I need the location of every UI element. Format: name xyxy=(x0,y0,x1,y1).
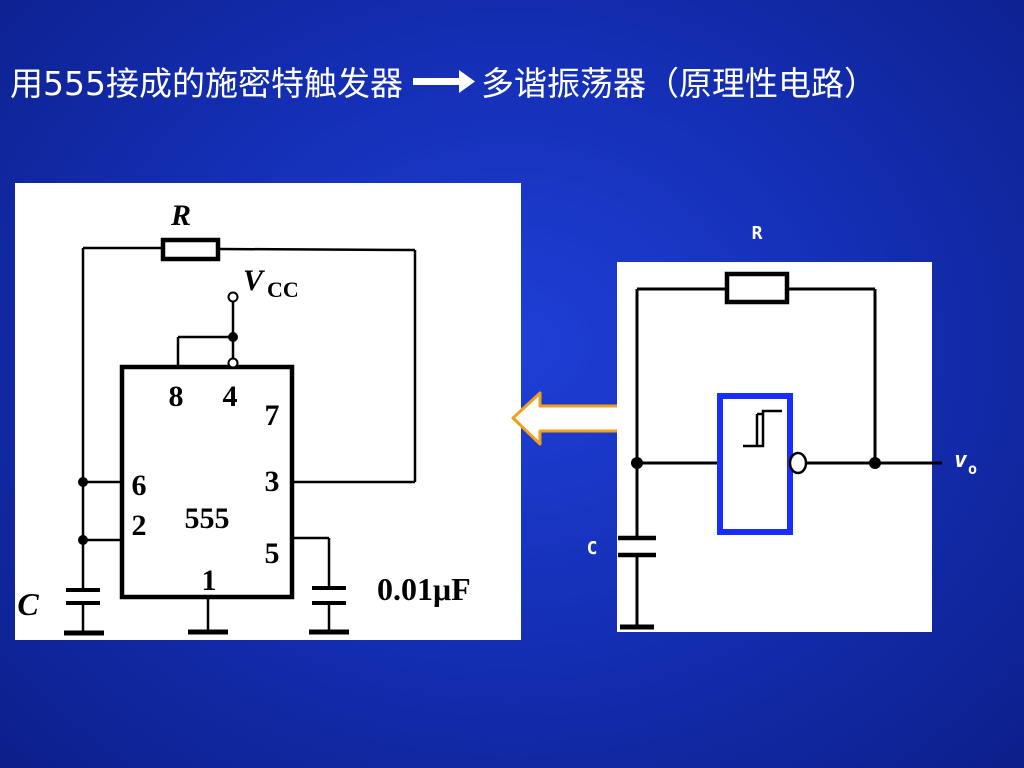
right-capacitor-label: C xyxy=(587,538,598,559)
left-circuit-wires xyxy=(81,246,417,632)
hysteresis-icon xyxy=(743,409,782,448)
pin-7-label: 7 xyxy=(265,399,280,432)
schmitt-inverter-box xyxy=(717,393,793,535)
pin-3-label: 3 xyxy=(265,465,280,498)
control-capacitor-value: 0.01μF xyxy=(377,571,471,607)
pin-5-label: 5 xyxy=(265,537,280,570)
pin-1-label: 1 xyxy=(202,564,217,597)
title-left-text: 用555接成的施密特触发器 xyxy=(10,64,403,103)
pin-4-label: 4 xyxy=(223,380,238,413)
left-grounds xyxy=(64,629,349,636)
vcc-label-subscript: CC xyxy=(267,277,299,302)
junction-output xyxy=(869,457,881,469)
inverter-bubble xyxy=(788,451,808,475)
junction-pin2 xyxy=(78,535,88,545)
output-label-subscript: o xyxy=(968,460,977,478)
pin4-terminal xyxy=(227,357,239,369)
right-arrow-icon xyxy=(413,70,475,93)
chip-label: 555 xyxy=(185,502,230,535)
timing-capacitor-label: C xyxy=(17,586,39,622)
right-resistor xyxy=(724,271,790,305)
pin-2-label: 2 xyxy=(132,509,147,542)
left-resistor xyxy=(160,237,221,262)
left-capacitors xyxy=(66,586,346,605)
right-resistor-label: R xyxy=(752,223,763,244)
title-right-text: 多谐振荡器（原理性电路） xyxy=(481,64,877,103)
right-circuit-diagram: R C v o xyxy=(587,223,977,632)
vcc-label: V xyxy=(243,264,266,297)
right-circuit-wires xyxy=(635,287,932,626)
junction-vcc xyxy=(228,332,238,342)
slide-title: 用555接成的施密特触发器 多谐振荡器（原理性电路） xyxy=(10,58,1020,104)
output-label: v xyxy=(954,448,968,473)
pin-6-label: 6 xyxy=(132,469,147,502)
junction-pin6 xyxy=(78,477,88,487)
junction-input xyxy=(631,457,643,469)
ic-555-body xyxy=(119,364,295,600)
pin-8-label: 8 xyxy=(169,380,184,413)
left-circuit-diagram: R V CC 8 4 7 6 3 2 555 5 1 C 0.01μF xyxy=(15,183,521,640)
vcc-terminal xyxy=(227,291,239,303)
left-resistor-label: R xyxy=(170,199,191,232)
right-capacitor xyxy=(618,535,656,558)
